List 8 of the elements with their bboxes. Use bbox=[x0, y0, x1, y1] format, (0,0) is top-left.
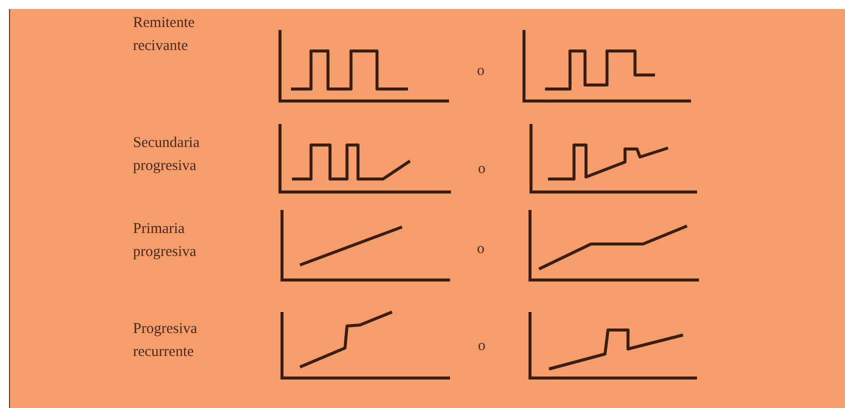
row-label: Primaria progresiva bbox=[133, 220, 198, 262]
conjunction-text: o bbox=[478, 160, 486, 179]
conjunction-text: o bbox=[477, 62, 486, 81]
row-label: Secundaria progresiva bbox=[133, 134, 201, 176]
row-label: Remitente recivante bbox=[133, 14, 196, 56]
row-label: Progresiva recurrente bbox=[133, 320, 198, 362]
conjunction-text: o bbox=[477, 240, 486, 259]
conjunction-text: o bbox=[478, 337, 486, 356]
